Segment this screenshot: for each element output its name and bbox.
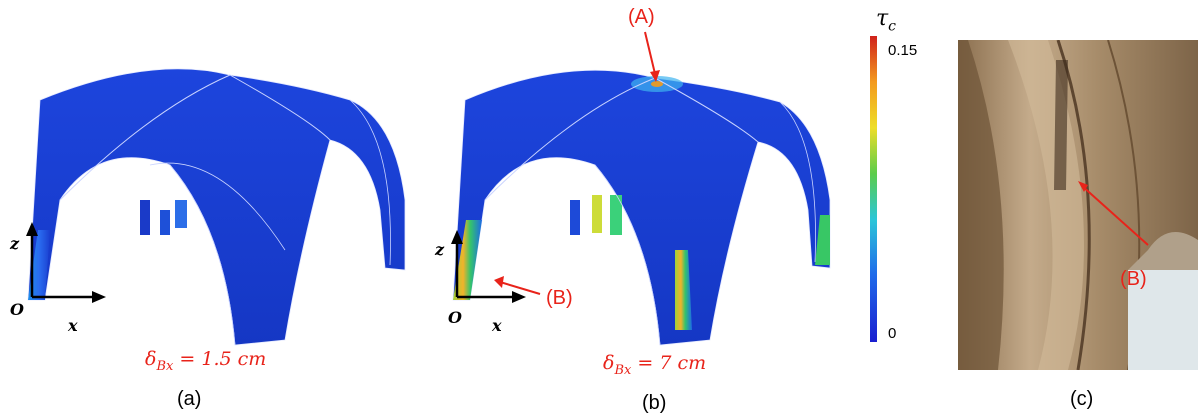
- colorbar-title: τc: [876, 6, 897, 35]
- panel-caption-a: (a): [177, 388, 202, 410]
- rib-shadow: [958, 40, 1004, 370]
- window-light: [1128, 270, 1198, 370]
- annotation-arrowhead-b: [494, 276, 504, 288]
- panel-c: (B) (c): [955, 0, 1198, 419]
- inner-pillar: [175, 200, 187, 228]
- delta-annotation-b: δBx = 7 cm: [603, 352, 707, 378]
- colorbar-gradient: [870, 36, 877, 342]
- annotation-arrowhead-a: [650, 70, 660, 82]
- arch-stone: [1128, 232, 1198, 270]
- annotation-label-b: (B): [546, 287, 573, 309]
- rib-line: [484, 77, 656, 201]
- vault-render-a: [26, 68, 406, 346]
- panel-b: (A) (B) z O x δBx = 7 cm (b): [420, 0, 860, 419]
- annotation-arrow-b: [499, 281, 541, 295]
- vault-photo: [958, 40, 1198, 370]
- x-axis-label: x: [492, 316, 502, 335]
- rib-line: [654, 77, 759, 143]
- z-axis-label: z: [10, 234, 20, 253]
- x-axis-label: x: [68, 316, 78, 335]
- rib-line: [779, 101, 816, 263]
- vault-render-b: [451, 31, 831, 346]
- rib-line: [229, 74, 331, 141]
- annotation-arrowhead-b: [1078, 181, 1088, 192]
- vault-shell: [452, 69, 831, 346]
- vault-shell: [27, 68, 406, 346]
- rib-edge: [1056, 40, 1091, 370]
- z-axis-label: z: [435, 240, 445, 259]
- leg-stress: [815, 215, 830, 265]
- inner-pillar: [140, 200, 150, 235]
- leg-stress: [453, 220, 482, 300]
- inner-pillar: [160, 210, 170, 235]
- delta-annotation-a: δBx = 1.5 cm: [145, 348, 267, 374]
- inner-pillar: [570, 200, 580, 235]
- z-axis-arrow: [451, 230, 463, 244]
- colorbar-max-label: 0.15: [888, 42, 918, 59]
- rib-line: [169, 164, 236, 346]
- annotation-arrow-a: [644, 31, 657, 79]
- origin-label: O: [448, 308, 462, 327]
- panel-a: z O x δBx = 1.5 cm (a): [0, 0, 420, 419]
- inner-pillar: [592, 195, 602, 233]
- leg-stress: [675, 250, 692, 330]
- z-axis-arrow: [26, 222, 38, 236]
- origin-label: O: [10, 300, 24, 319]
- rib-line: [149, 162, 286, 251]
- colorbar: τc 0.15 0: [868, 0, 928, 360]
- annotation-arrow-b: [1080, 184, 1149, 246]
- rib-line: [594, 164, 661, 346]
- leg-highlight: [28, 230, 50, 300]
- rib-line: [349, 99, 391, 266]
- crack: [1054, 60, 1068, 190]
- x-axis-arrow: [512, 291, 526, 303]
- annotation-label-b: (B): [1120, 268, 1147, 290]
- inner-pillar: [610, 195, 622, 235]
- panel-caption-c: (c): [1070, 388, 1094, 410]
- crown-hotspot-core: [651, 81, 663, 87]
- panel-caption-b: (b): [642, 392, 667, 414]
- annotation-label-a: (A): [628, 6, 655, 28]
- x-axis-arrow: [92, 291, 106, 303]
- rib-line: [59, 74, 231, 201]
- colorbar-min-label: 0: [888, 325, 897, 342]
